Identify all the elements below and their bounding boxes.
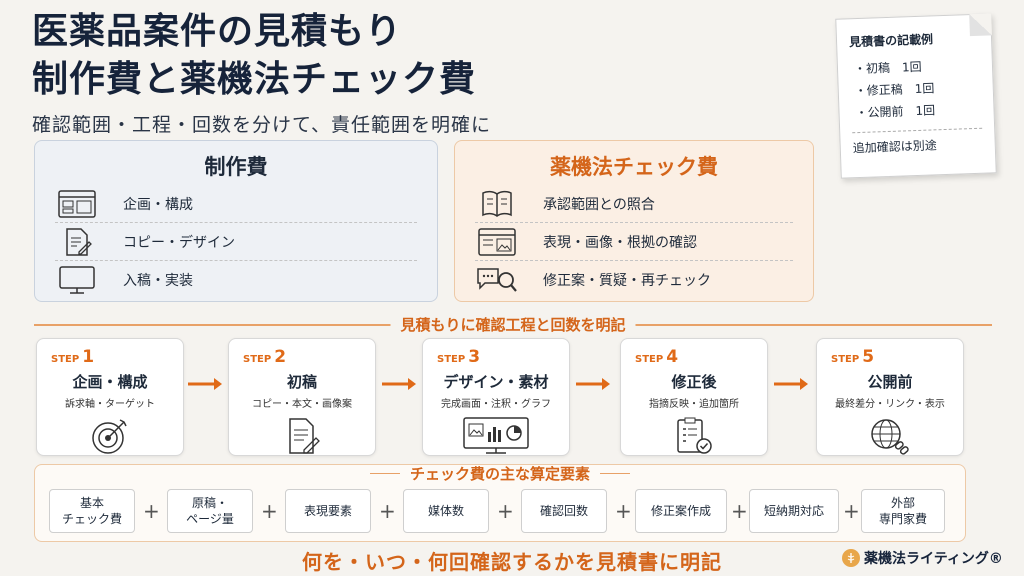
check-cost-panel: 薬機法チェック費 承認範囲との照合 表現・画像・根拠の確認 修正案・質疑・再チェ… [454,140,814,302]
step-description: 訴求軸・ターゲット [65,399,155,410]
factor-box: 修正案作成 [635,489,727,533]
panel-row-label: 修正案・質疑・再チェック [543,273,711,289]
panel-row: 承認範囲との照合 [475,185,793,223]
step-description: 最終差分・リンク・表示 [835,399,945,410]
arrow-icon [382,378,416,390]
globe-link-icon [817,416,963,456]
plus-icon: + [615,499,632,523]
bottom-message: 何を・いつ・何回確認するかを見積書に明記 [302,550,722,574]
panel-row-label: コピー・デザイン [123,234,235,251]
step-title: 企画・構成 [72,373,148,391]
step-title: 初稿 [286,373,317,391]
memo-title: 見積書の記載例 [848,32,934,50]
dashboard-icon [423,416,569,456]
title-line-1: 医薬品案件の見積もり [32,11,403,52]
panel-row-label: 企画・構成 [123,196,193,213]
section-divider: 見積もりに確認工程と回数を明記 [34,314,992,335]
plus-icon: + [143,499,160,523]
panel-title: 制作費 [204,155,268,179]
factor-box: 表現要素 [285,489,371,533]
factor-box: 確認回数 [521,489,607,533]
image-browser-icon [475,227,519,257]
factor-box: 基本チェック費 [49,489,135,533]
plus-icon: + [261,499,278,523]
plus-icon: + [843,499,860,523]
memo-note: 追加確認は別途 [852,138,937,156]
panel-title: 薬機法チェック費 [550,155,718,179]
checklist-icon [621,416,767,456]
document-pen-icon [55,227,99,257]
panel-row: 企画・構成 [55,185,417,223]
plus-icon: + [497,499,514,523]
production-cost-panel: 制作費 企画・構成 コピー・デザイン 入稿・実装 [34,140,438,302]
memo-line: ・公開前 1回 [855,103,936,121]
memo-divider [852,127,983,134]
estimate-example-memo: 見積書の記載例 ・初稿 1回 ・修正稿 1回 ・公開前 1回 追加確認は別途 [835,13,997,179]
panel-row: 表現・画像・根拠の確認 [475,223,793,261]
panel-row: コピー・デザイン [55,223,417,261]
step-description: 指摘反映・追加箇所 [649,399,739,410]
page-fold [969,13,992,37]
brand-logo: 薬機法ライティング® [842,548,1003,568]
plus-icon: + [379,499,396,523]
factor-box: 原稿・ページ量 [167,489,253,533]
step-description: コピー・本文・画像案 [252,399,352,410]
page-title: 医薬品案件の見積もり 制作費と薬機法チェック費 [32,8,476,104]
step-title: 修正後 [671,373,717,391]
factor-box: 外部専門家費 [861,489,945,533]
page-subtitle: 確認範囲・工程・回数を分けて、責任範囲を明確に [32,114,492,136]
step-title: デザイン・素材 [443,373,549,391]
step-description: 完成画面・注釈・グラフ [441,399,551,410]
factor-box: 短納期対応 [749,489,839,533]
plus-icon: + [731,499,748,523]
panel-row-label: 承認範囲との照合 [543,196,655,213]
panel-row: 入稿・実装 [55,261,417,299]
divider-label: 見積もりに確認工程と回数を明記 [390,314,636,335]
chat-search-icon [475,265,519,295]
arrow-icon [188,378,222,390]
arrow-icon [774,378,808,390]
brand-name: 薬機法ライティング® [864,551,1003,567]
book-icon [475,189,519,219]
caduceus-icon [842,549,860,567]
arrow-icon [576,378,610,390]
step-title: 公開前 [867,373,913,391]
pricing-factors-panel: チェック費の主な算定要素 基本チェック費 + 原稿・ページ量 + 表現要素 + … [34,464,966,542]
panel-row: 修正案・質疑・再チェック [475,261,793,299]
panel-row-label: 表現・画像・根拠の確認 [543,234,697,251]
title-line-2: 制作費と薬機法チェック費 [32,59,477,100]
document-pen-icon [229,416,375,456]
factors-title: チェック費の主な算定要素 [369,465,631,483]
panel-row-label: 入稿・実装 [123,273,193,289]
layout-icon [55,189,99,219]
monitor-icon [55,265,99,295]
target-icon [37,416,183,456]
factor-box: 媒体数 [403,489,489,533]
